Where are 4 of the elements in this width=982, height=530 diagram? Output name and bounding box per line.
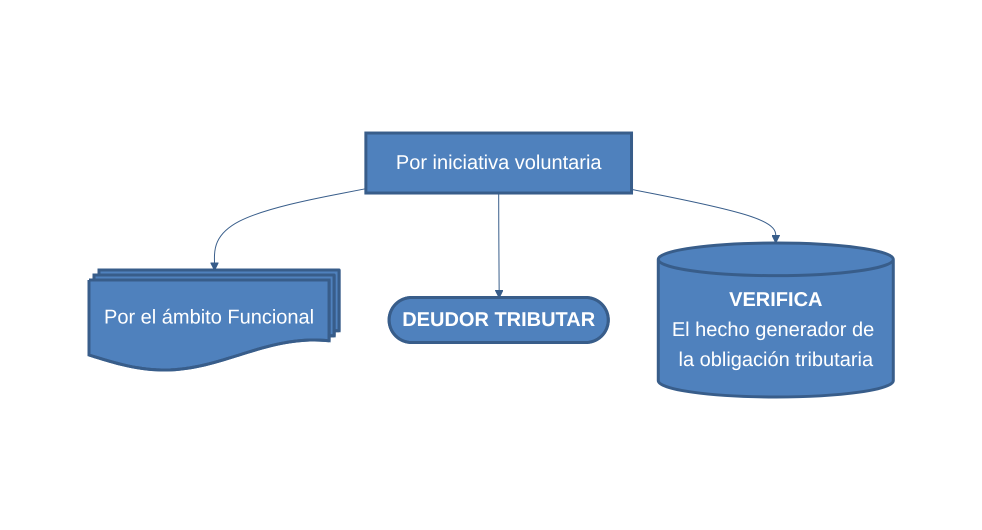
node-box: Por iniciativa voluntaria — [364, 132, 633, 195]
arrow — [210, 188, 366, 271]
arrow — [630, 188, 780, 244]
arrow — [494, 192, 504, 298]
